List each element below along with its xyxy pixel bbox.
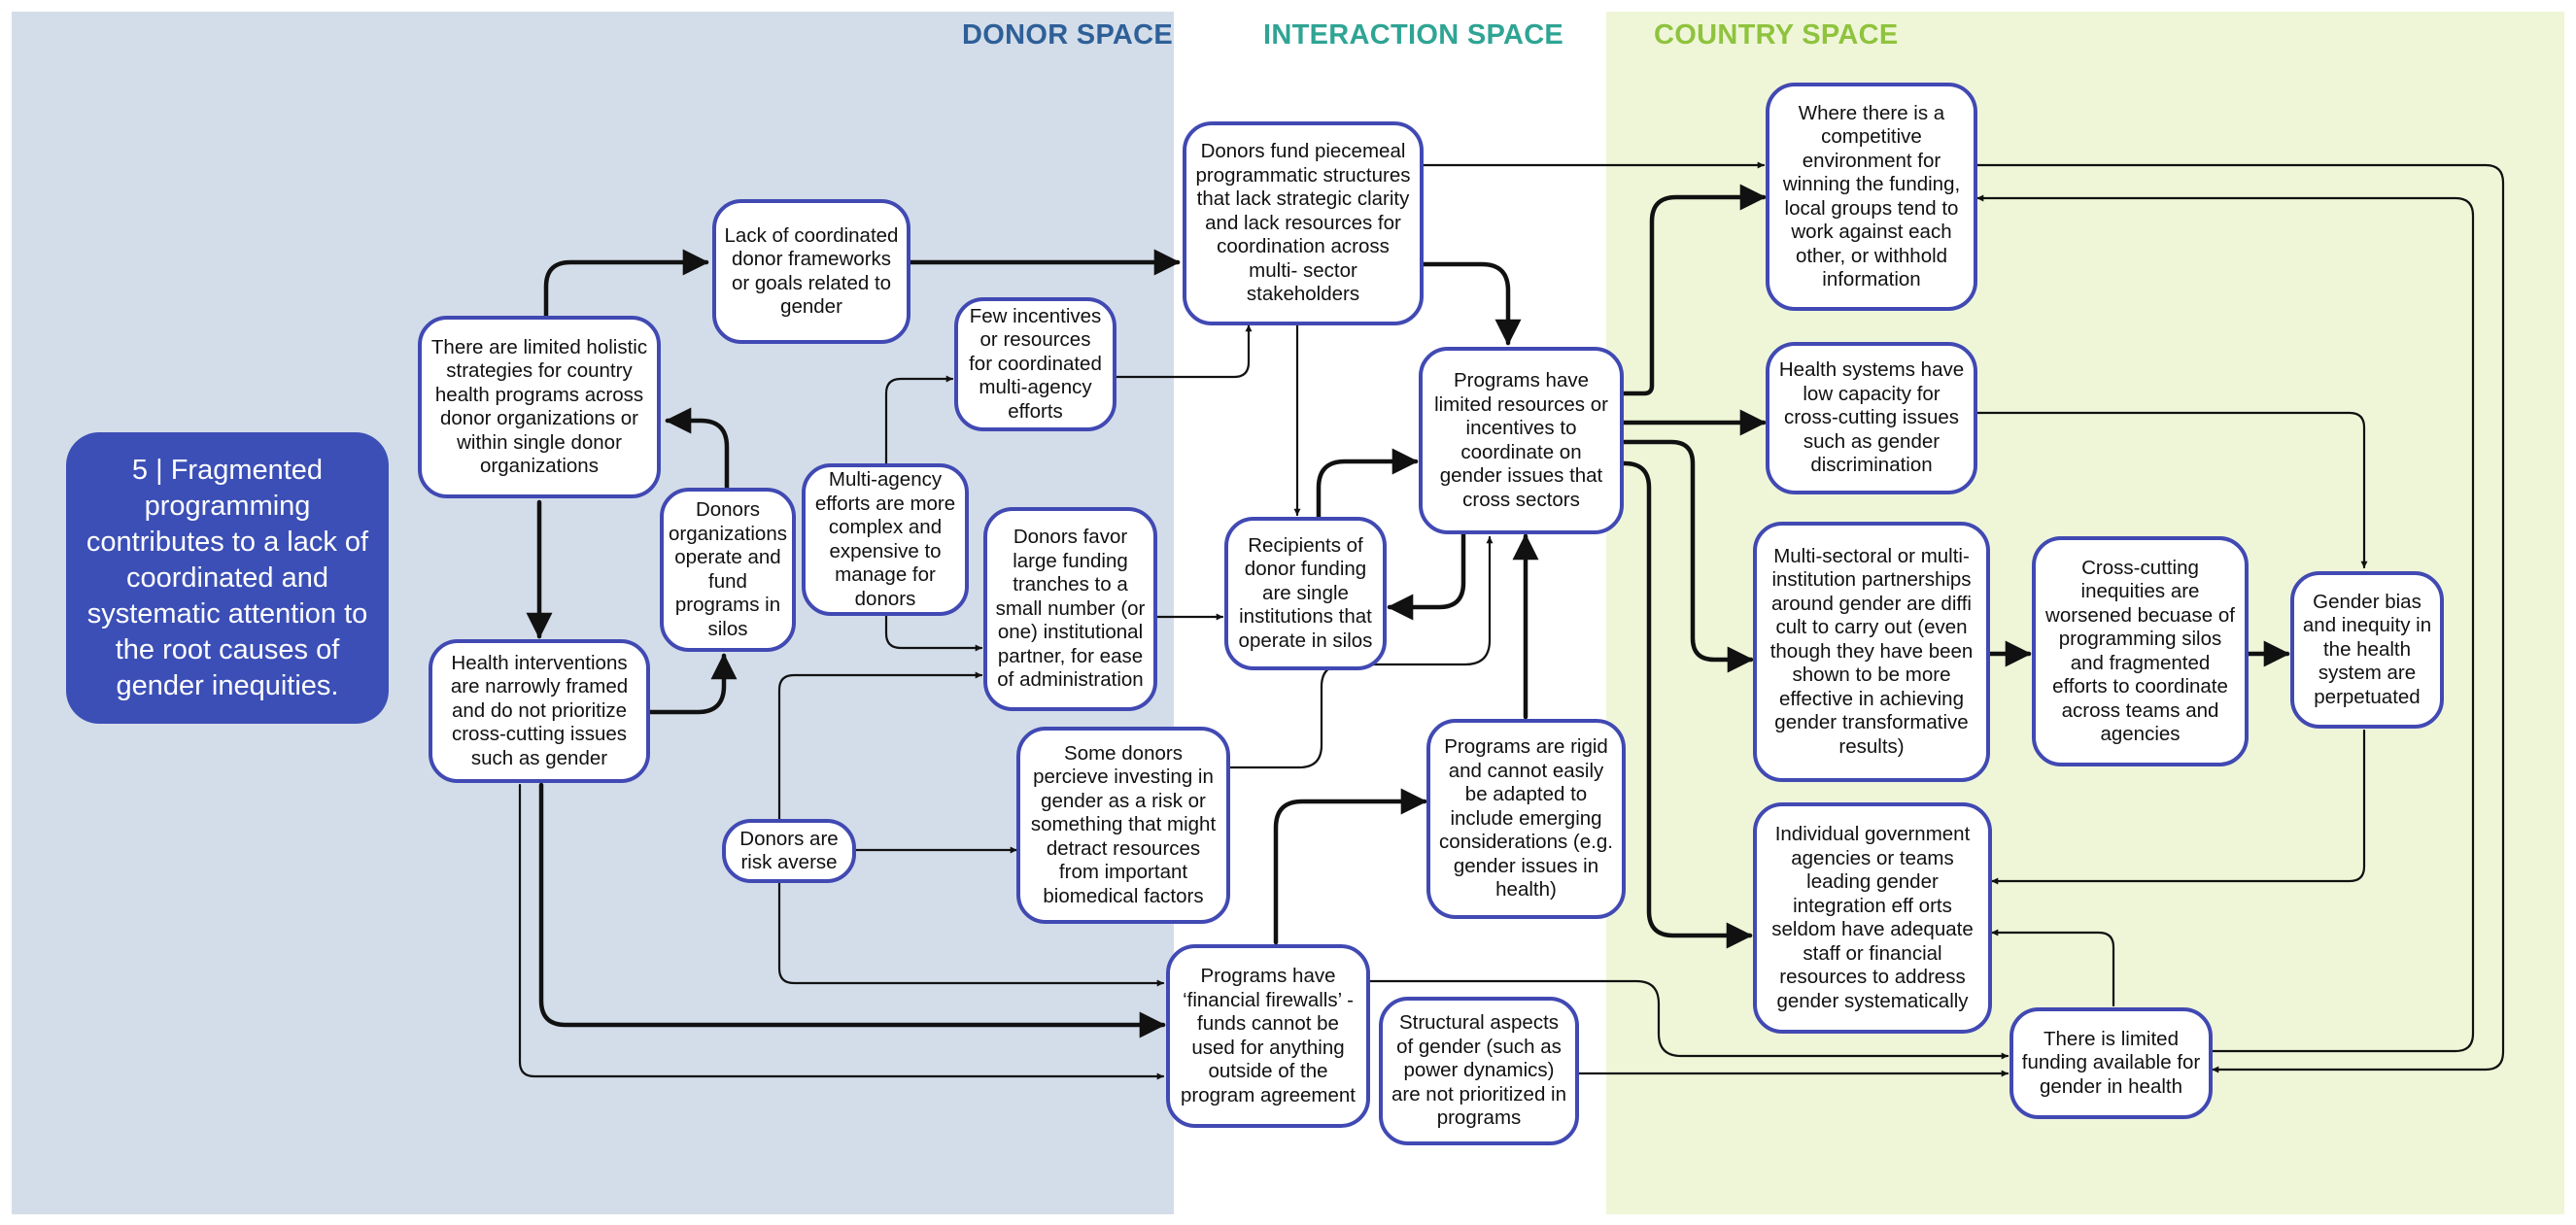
link-bias-to-individual xyxy=(1990,729,2366,885)
link-silos-to-holistic xyxy=(665,407,730,492)
link-firewalls-to-rigid xyxy=(1273,788,1427,945)
node-large-tranches: Donors favor large funding tranches to a… xyxy=(983,507,1157,711)
link-limitedfunding-to-individual xyxy=(1990,929,2115,1007)
interaction-space-title: INTERACTION SPACE xyxy=(1263,19,1564,51)
country-space-title: COUNTRY SPACE xyxy=(1654,19,1899,51)
link-incentives-to-piecemeal xyxy=(1115,323,1253,379)
link-competitive-to-limitedfunding xyxy=(1975,163,2505,1073)
link-firewalls-to-limitedfunding xyxy=(1362,979,2009,1060)
node-competitive-environment: Where there is a competitive environment… xyxy=(1766,83,1977,311)
node-structural-aspects: Structural aspects of gender (such as po… xyxy=(1379,997,1579,1145)
link-piecemeal-to-limited xyxy=(1421,261,1522,346)
node-risk-averse: Donors are risk averse xyxy=(722,819,856,883)
node-partnerships: Multi-sectoral or multi-institution part… xyxy=(1753,522,1990,782)
link-limited-to-individual xyxy=(1621,460,1753,949)
node-piecemeal-funding: Donors fund piecemeal programmatic struc… xyxy=(1183,121,1424,325)
link-limited-to-recipients xyxy=(1387,507,1466,621)
link-limited-to-partnerships xyxy=(1621,439,1754,673)
node-programs-rigid: Programs are rigid and cannot easily be … xyxy=(1426,719,1626,919)
node-lack-frameworks: Lack of coordinated donor frameworks or … xyxy=(712,199,910,344)
node-perceive-risk: Some donors percieve investing in gender… xyxy=(1016,727,1230,924)
headline-box: 5 | Fragmented programming contributes t… xyxy=(66,432,389,724)
link-multiagency-to-tranches xyxy=(884,613,983,652)
link-recipients-to-limited xyxy=(1316,448,1419,520)
node-limited-funding: There is limited funding available for g… xyxy=(2009,1007,2213,1119)
node-inequities-worsened: Cross-cutting inequities are worsened be… xyxy=(2032,536,2249,766)
link-holistic-to-frameworks xyxy=(543,249,709,319)
node-few-incentives: Few incentives or resources for coordina… xyxy=(954,297,1116,431)
link-riskaverse-to-firewalls xyxy=(777,879,1165,987)
link-limited-to-competitive xyxy=(1621,184,1767,396)
node-narrow-interventions: Health interventions are narrowly framed… xyxy=(429,639,650,783)
node-individual-agencies: Individual government agencies or teams … xyxy=(1753,802,1992,1034)
link-narrow-to-silos xyxy=(647,653,738,715)
link-limitedfunding-to-competitive xyxy=(1975,194,2475,1053)
node-donors-silos: Donors organizations operate and fund pr… xyxy=(660,488,796,652)
node-holistic-strategies: There are limited holistic strategies fo… xyxy=(418,316,661,498)
node-low-capacity: Health systems have low capacity for cro… xyxy=(1766,342,1977,494)
node-gender-bias: Gender bias and inequity in the health s… xyxy=(2290,571,2444,729)
link-lowcapacity-to-bias xyxy=(1975,411,2368,569)
donor-space-title: DONOR SPACE xyxy=(962,19,1174,51)
node-financial-firewalls: Programs have ‘financial firewalls’ - fu… xyxy=(1166,944,1370,1128)
node-limited-resources: Programs have limited resources or incen… xyxy=(1419,347,1624,534)
node-recipients-silos: Recipients of donor funding are single i… xyxy=(1224,517,1387,670)
link-multiagency-to-incentives xyxy=(884,375,954,466)
link-narrow-to-firewalls xyxy=(538,782,1166,1038)
link-narrow-to-firewalls-thin xyxy=(518,783,1165,1080)
link-riskaverse-to-tranches xyxy=(777,671,983,823)
node-multi-agency: Multi-agency efforts are more complex an… xyxy=(802,463,969,616)
